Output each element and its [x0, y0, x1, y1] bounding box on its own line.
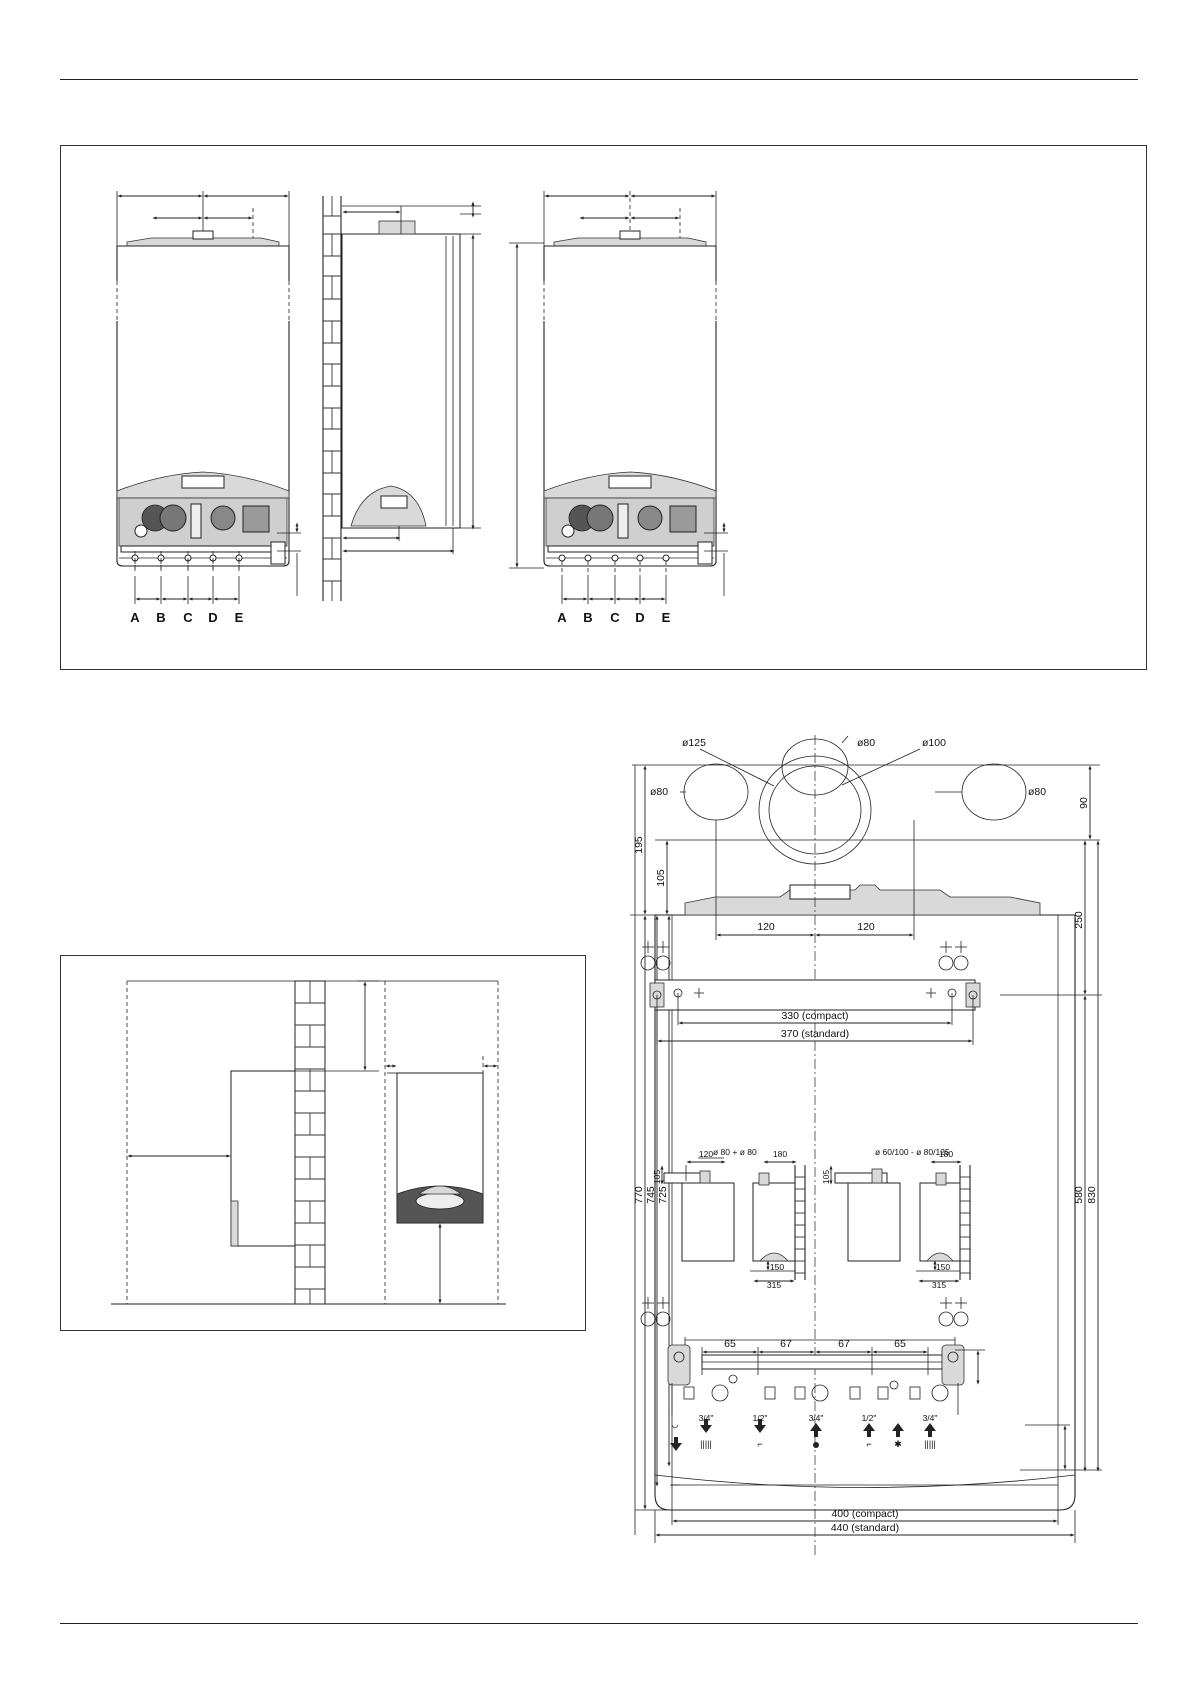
cold-water-icon: ⌐: [754, 1419, 766, 1449]
flue-label-d80-top: ø80: [857, 737, 875, 749]
connection-letter-a-right: A: [557, 610, 567, 625]
dim-830: 830: [1086, 1186, 1098, 1204]
connection-letter-a-left: A: [130, 610, 140, 625]
inset-dim-left-315: 315: [767, 1280, 781, 1290]
dim-65-left: 65: [724, 1338, 736, 1350]
svg-text:⌐: ⌐: [866, 1439, 871, 1449]
inset-title-left: ø 80 + ø 80: [713, 1147, 757, 1157]
connection-size-2: 1/2": [753, 1413, 768, 1423]
flue-label-d100: ø100: [922, 737, 946, 749]
dim-90: 90: [1078, 797, 1090, 809]
inset-dim-right-150: 150: [936, 1262, 950, 1272]
flue-d80-right: [961, 763, 1027, 821]
footer-rule: [60, 1623, 1138, 1624]
dim-580: 580: [1073, 1186, 1085, 1204]
heating-flow-icon: |||||: [924, 1423, 936, 1449]
inset-dim-left-105: 105: [652, 1170, 662, 1184]
mounting-template-figure: 195 105 770 745 725 90 250 580 830: [620, 725, 1140, 1570]
side-view: [322, 196, 481, 601]
dim-195: 195: [633, 836, 645, 854]
flue-label-d80-right: ø80: [1028, 786, 1046, 798]
gas-icon: [810, 1423, 822, 1448]
bottom-fixing-points: [640, 1297, 969, 1327]
connection-letter-e-right: E: [662, 610, 671, 625]
dim-65-right: 65: [894, 1338, 906, 1350]
connection-fittings: [683, 1374, 949, 1402]
connection-size-1: 3/4": [699, 1413, 714, 1423]
dim-370-standard: 370 (standard): [781, 1028, 849, 1040]
connection-size-4: 1/2": [862, 1413, 877, 1423]
inset-title-right: ø 60/100 - ø 80/125: [875, 1147, 950, 1157]
mounting-template-drawing: 195 105 770 745 725 90 250 580 830: [630, 735, 1102, 1555]
dim-105: 105: [655, 869, 667, 887]
inset-dim-right-315: 315: [932, 1280, 946, 1290]
inset-right-b: 180 150 315: [916, 1149, 971, 1290]
header-rule: [60, 79, 1138, 80]
heating-return-icon: |||||: [700, 1419, 712, 1449]
flue-d80-left: [683, 763, 749, 821]
inset-right-a: 105: [821, 1165, 901, 1262]
connection-letter-b-left: B: [156, 610, 165, 625]
inset-dim-left-150: 150: [770, 1262, 784, 1272]
svg-text:✱: ✱: [894, 1439, 902, 1449]
connection-letter-b-right: B: [583, 610, 592, 625]
drain-icon: [670, 1424, 682, 1451]
inset-dim-left-180: 180: [773, 1149, 787, 1159]
inset-dim-right-180: 180: [939, 1149, 953, 1159]
boiler-dimensions-drawing: A B C D E: [116, 191, 728, 625]
inset-dim-left-120: 120: [699, 1149, 713, 1159]
hot-water-icon: ⌐: [863, 1423, 875, 1449]
dim-250: 250: [1073, 911, 1085, 929]
mounting-bracket: [654, 979, 976, 1011]
solar-icon: ✱: [892, 1423, 904, 1449]
svg-text:⌐: ⌐: [757, 1439, 762, 1449]
dim-67-right: 67: [838, 1338, 850, 1350]
connection-letter-d-left: D: [208, 610, 217, 625]
connection-size-6: 3/4": [923, 1413, 938, 1423]
dim-330-compact: 330 (compact): [781, 1010, 848, 1022]
connection-size-3: 3/4": [809, 1413, 824, 1423]
flue-label-d80-left: ø80: [650, 786, 668, 798]
front-view-left: A B C D E: [116, 191, 301, 625]
svg-text:|||||: |||||: [700, 1439, 712, 1449]
dim-120-right: 120: [857, 921, 875, 933]
dim-725: 725: [657, 1186, 669, 1204]
dim-67-left: 67: [780, 1338, 792, 1350]
svg-text:|||||: |||||: [924, 1439, 936, 1449]
connection-letter-c-right: C: [610, 610, 620, 625]
inset-dim-right-105: 105: [821, 1170, 831, 1184]
top-fixing-points: [640, 941, 969, 971]
dim-745: 745: [645, 1186, 657, 1204]
inset-left-b: 180 150 315: [750, 1149, 806, 1290]
connection-letter-e-left: E: [235, 610, 244, 625]
connection-legend: 3/4" 1/2" 3/4" 1/2" 3/4" ||||| ⌐: [670, 1413, 937, 1451]
dim-770: 770: [633, 1186, 645, 1204]
boiler-dimensions-figure: A B C D E: [60, 145, 1147, 670]
connection-letter-c-left: C: [183, 610, 193, 625]
dim-440-standard: 440 (standard): [831, 1522, 899, 1534]
inset-left-a: 120 105: [652, 1149, 735, 1262]
front-view-right: A B C D E: [509, 191, 728, 625]
clearance-figure: [60, 955, 586, 1331]
flue-label-d125: ø125: [682, 737, 706, 749]
connection-letter-d-right: D: [635, 610, 644, 625]
clearance-drawing: [111, 980, 506, 1305]
dim-120-left: 120: [757, 921, 775, 933]
dim-400-compact: 400 (compact): [831, 1508, 898, 1520]
